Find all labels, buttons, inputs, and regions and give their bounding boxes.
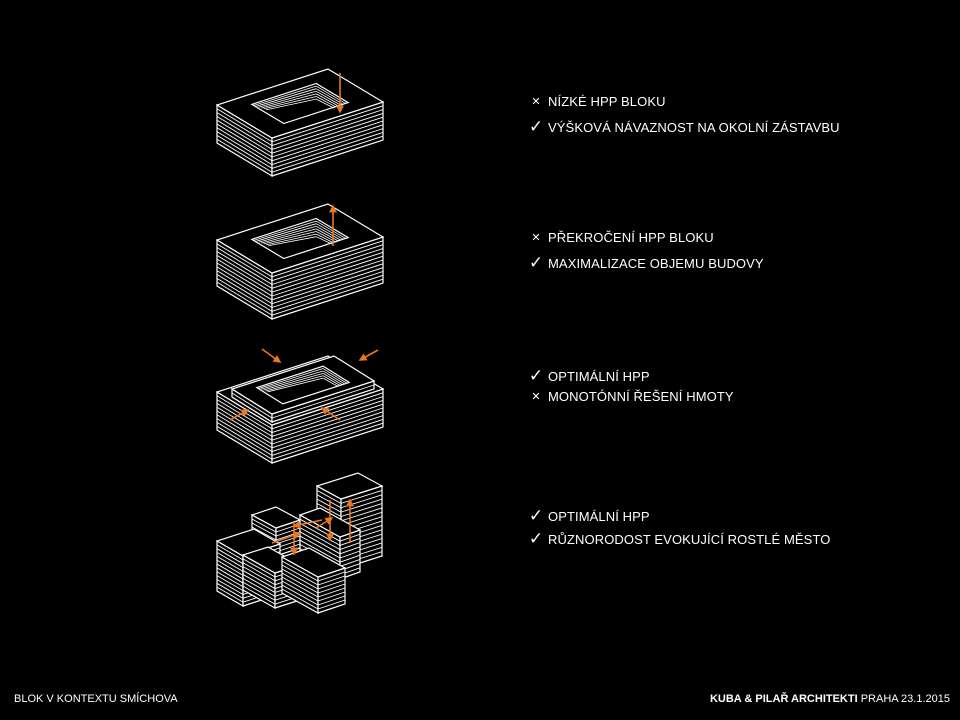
check-icon: ✓ [528, 253, 544, 273]
check-icon: ✓ [528, 117, 544, 137]
option-2-item-1-text: PŘEKROČENÍ HPP BLOKU [548, 230, 714, 245]
orange-arrow [229, 409, 250, 421]
orange-arrow [271, 531, 302, 544]
option-2-item-2-text: MAXIMALIZACE OBJEMU BUDOVY [548, 255, 764, 271]
massing-stepped-block [215, 348, 385, 465]
footer-office: KUBA & PILAŘ ARCHITEKTI [709, 693, 858, 705]
orange-arrow [320, 407, 341, 421]
option-1-item-2: ✓ VÝŠKOVÁ NÁVAZNOST NA OKOLNÍ ZÁSTAVBU [528, 117, 840, 137]
courtyard [255, 365, 351, 405]
cross-icon: ✕ [531, 231, 541, 244]
option-4-item-1: ✓ OPTIMÁLNÍ HPP [528, 506, 650, 526]
option-3-item-2-text: MONOTÓNNÍ ŘEŠENÍ HMOTY [548, 389, 734, 404]
option-2-item-2: ✓ MAXIMALIZACE OBJEMU BUDOVY [528, 253, 764, 273]
option-2-item-1: ✕ PŘEKROČENÍ HPP BLOKU [528, 230, 714, 245]
option-1-item-1: ✕ NÍZKÉ HPP BLOKU [528, 94, 666, 109]
cross-icon: ✕ [531, 95, 541, 108]
footer-right: KUBA & PILAŘ ARCHITEKTI PRAHA 23.1.2015 [710, 693, 950, 705]
building-block [215, 68, 385, 178]
footer-place-date: PRAHA 23.1.2015 [857, 693, 950, 705]
option-4-item-2: ✓ RŮZNORODOST EVOKUJÍCÍ ROSTLÉ MĚSTO [528, 529, 830, 549]
orange-arrow [292, 519, 323, 529]
massing-high-block [215, 203, 385, 321]
option-3-item-1-text: OPTIMÁLNÍ HPP [548, 368, 650, 384]
option-1-item-2-text: VÝŠKOVÁ NÁVAZNOST NA OKOLNÍ ZÁSTAVBU [548, 119, 840, 135]
footer-left: BLOK V KONTEXTU SMÍCHOVA [14, 693, 178, 705]
check-icon: ✓ [528, 366, 544, 386]
massing-varied-block [215, 472, 384, 615]
orange-arrow [261, 348, 282, 363]
option-3-item-1: ✓ OPTIMÁLNÍ HPP [528, 366, 650, 386]
building-block [215, 203, 385, 321]
check-icon: ✓ [528, 529, 544, 549]
orange-arrow [358, 349, 379, 361]
option-4-item-2-text: RŮZNORODOST EVOKUJÍCÍ ROSTLÉ MĚSTO [548, 531, 831, 547]
option-4-item-1-text: OPTIMÁLNÍ HPP [548, 508, 650, 524]
option-1-item-1-text: NÍZKÉ HPP BLOKU [548, 94, 666, 109]
massing-low-block [215, 68, 385, 178]
check-icon: ✓ [528, 506, 544, 526]
cross-icon: ✕ [531, 390, 541, 403]
option-3-item-2: ✕ MONOTÓNNÍ ŘEŠENÍ HMOTY [528, 389, 734, 404]
